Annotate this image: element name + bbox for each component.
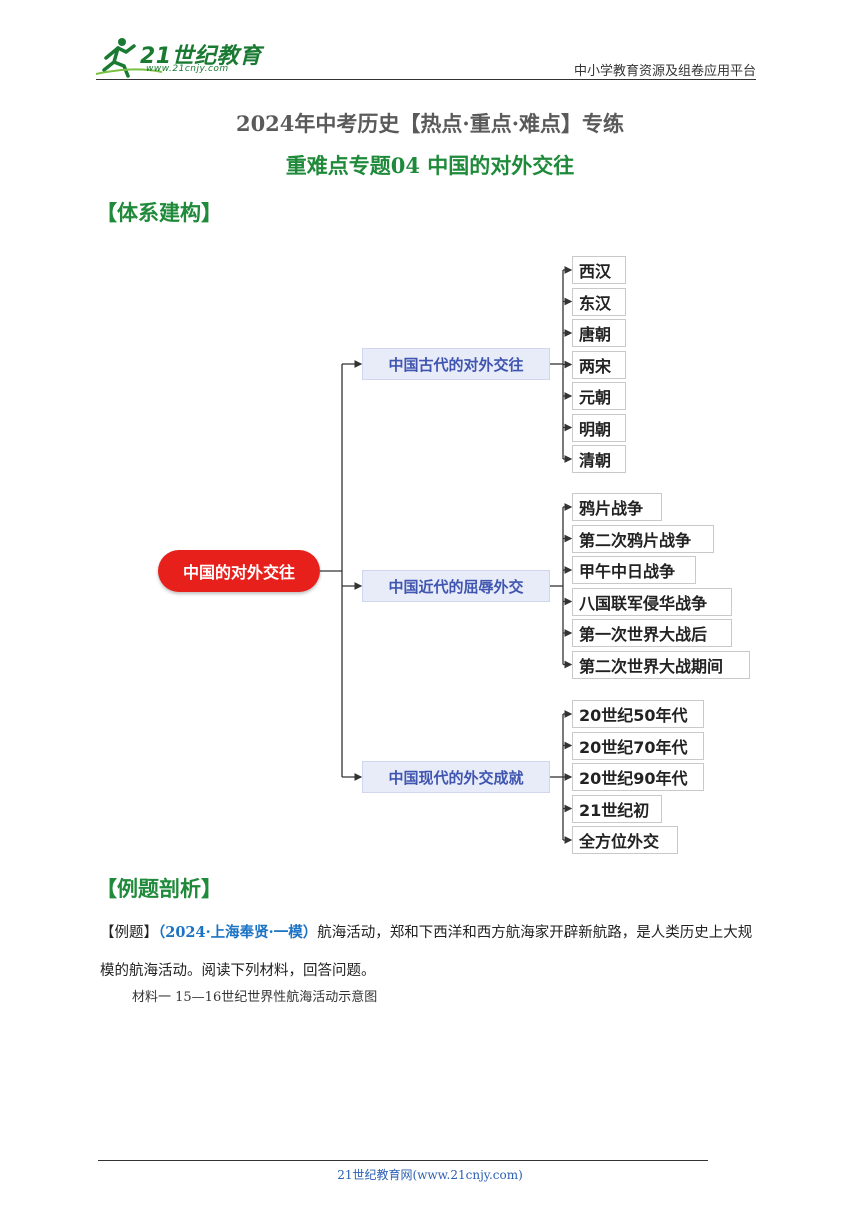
section-heading-structure: 【体系建构】 bbox=[96, 201, 222, 225]
header-divider bbox=[96, 79, 756, 80]
leaf-node: 元朝 bbox=[572, 382, 626, 410]
leaf-node: 唐朝 bbox=[572, 319, 626, 347]
material-caption: 材料一 15—16世纪世界性航海活动示意图 bbox=[132, 990, 378, 1005]
leaf-node: 东汉 bbox=[572, 287, 626, 316]
leaf-node: 甲午中日战争 bbox=[572, 556, 696, 584]
leaf-node: 20世纪50年代 bbox=[572, 700, 704, 728]
root-node: 中国的对外交往 bbox=[158, 550, 320, 592]
example-paragraph: 【例题】（2024·上海奉贤·一模）航海活动，郑和下西洋和西方航海家开辟新航路，… bbox=[100, 914, 764, 990]
example-source: （2024·上海奉贤·一模） bbox=[158, 924, 318, 941]
leaf-node: 20世纪90年代 bbox=[572, 763, 704, 791]
leaf-node: 第二次世界大战期间 bbox=[572, 650, 750, 679]
leaf-node: 21世纪初 bbox=[572, 794, 662, 823]
footer-text: 21世纪教育网(www.21cnjy.com) bbox=[337, 1168, 523, 1182]
branch-node: 中国现代的外交成就 bbox=[362, 761, 550, 793]
logo-runner-icon bbox=[95, 38, 163, 78]
leaf-node: 清朝 bbox=[572, 445, 626, 473]
page-title: 2024年中考历史【热点·重点·难点】专练 bbox=[235, 111, 625, 136]
logo-text: 21世纪教育 bbox=[140, 44, 262, 69]
mind-map-connectors bbox=[320, 266, 573, 844]
leaf-node: 两宋 bbox=[572, 350, 626, 379]
branch-node: 中国古代的对外交往 bbox=[362, 348, 550, 380]
leaf-node: 西汉 bbox=[572, 256, 626, 284]
mind-map: 中国的对外交往 中国古代的对外交往 西汉东汉唐朝两宋元朝明朝清朝中国近代的屈辱外交… bbox=[0, 240, 860, 860]
header-platform-text: 中小学教育资源及组卷应用平台 bbox=[573, 64, 756, 79]
leaf-node: 第二次鸦片战争 bbox=[572, 524, 714, 553]
leaf-node: 第一次世界大战后 bbox=[572, 619, 732, 647]
page-subtitle: 重难点专题04 中国的对外交往 bbox=[285, 153, 575, 178]
leaf-node: 鸦片战争 bbox=[572, 493, 662, 521]
section-heading-example: 【例题剖析】 bbox=[96, 877, 222, 901]
leaf-node: 20世纪70年代 bbox=[572, 731, 704, 760]
footer-divider bbox=[98, 1160, 708, 1161]
leaf-node: 全方位外交 bbox=[572, 826, 678, 854]
example-text: 航海活动，郑和下西洋和西方航海家开辟新航路，是人类历史上大规模的航海活动。阅读下… bbox=[100, 925, 753, 979]
logo-url: www.21cnjy.com bbox=[146, 64, 229, 74]
leaf-node: 八国联军侵华战争 bbox=[572, 587, 732, 616]
example-prefix: 【例题】 bbox=[100, 925, 158, 941]
branch-node: 中国近代的屈辱外交 bbox=[362, 570, 550, 602]
leaf-node: 明朝 bbox=[572, 413, 626, 442]
